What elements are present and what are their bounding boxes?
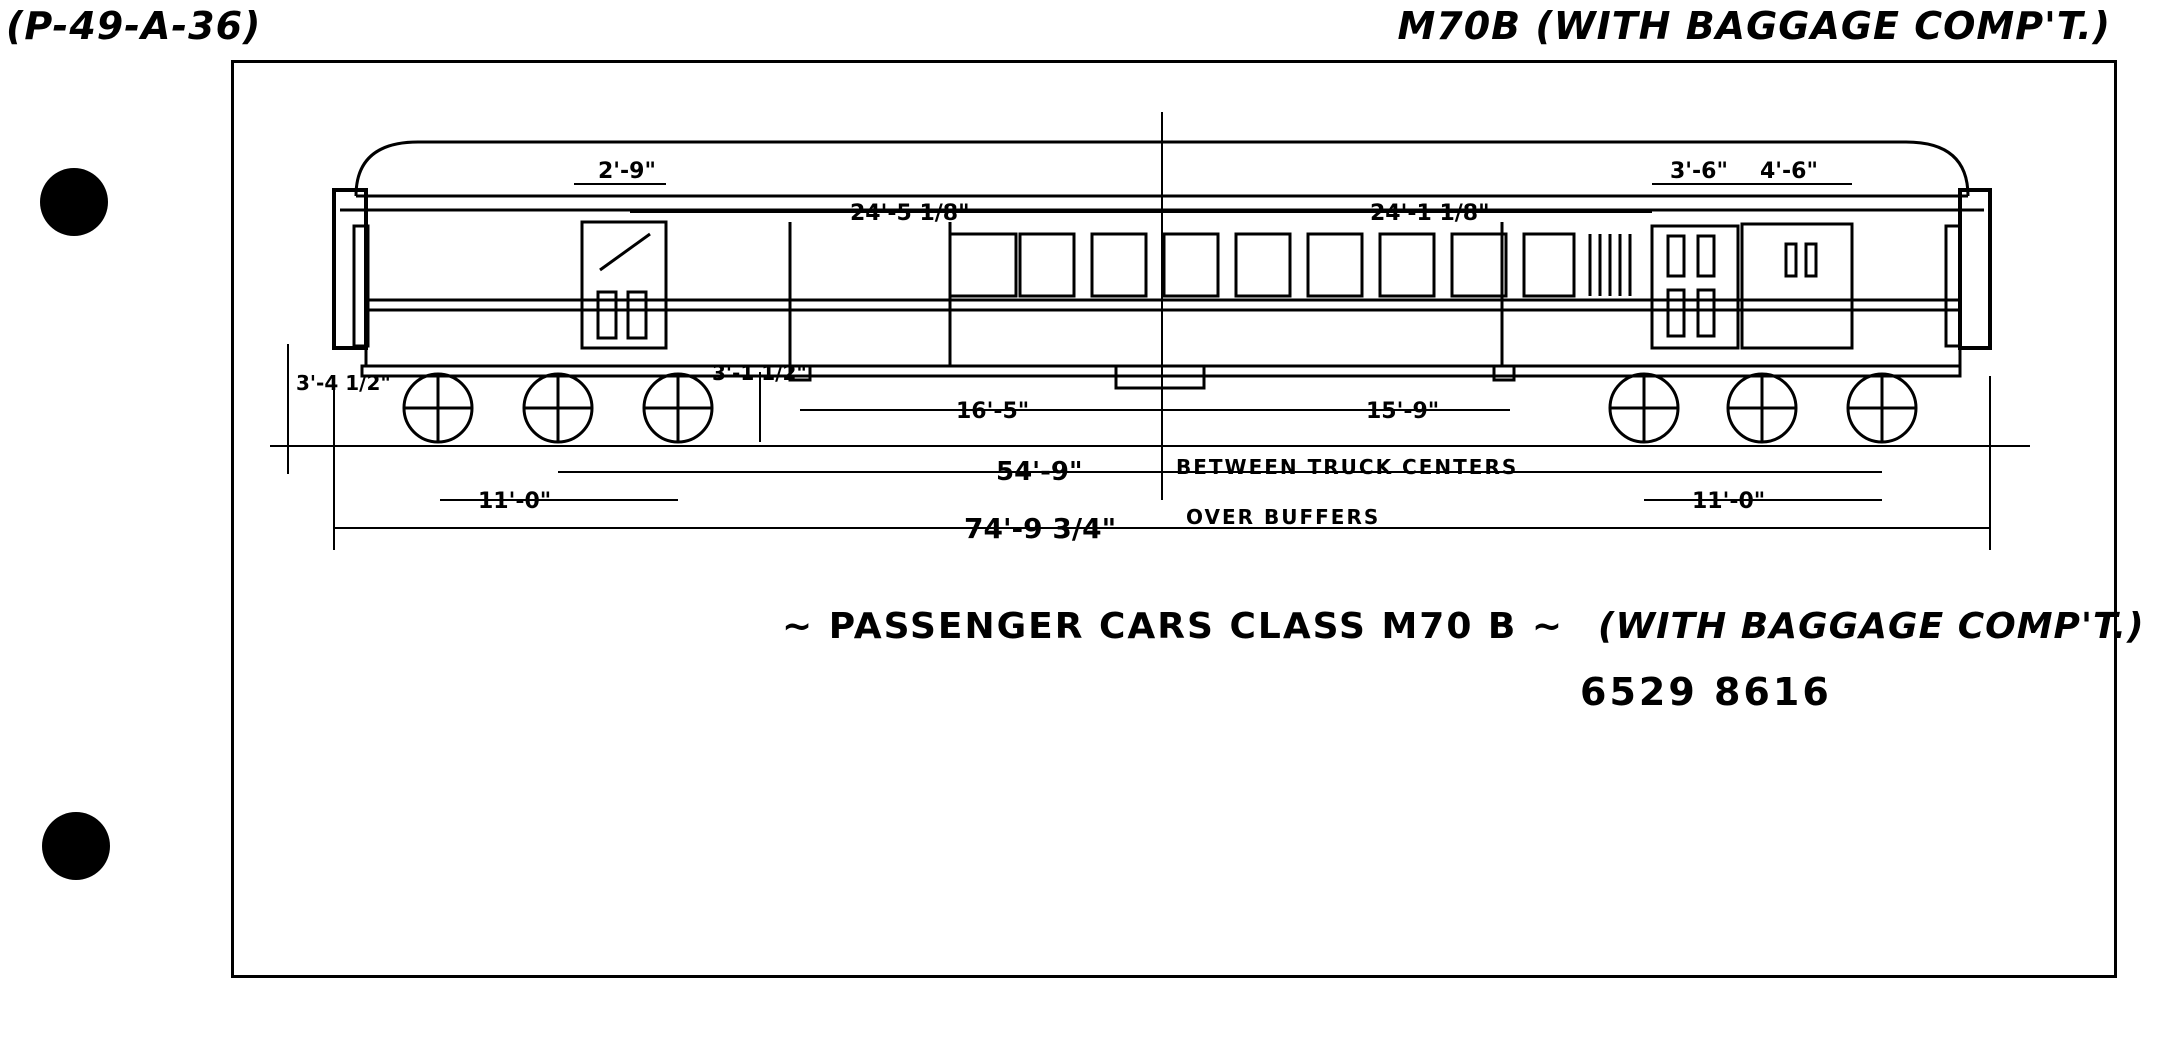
right-truck-wheels bbox=[1608, 372, 1918, 444]
right-side-door bbox=[1650, 224, 1740, 350]
left-end-vestibule bbox=[332, 188, 368, 350]
right-end-vestibule bbox=[1958, 188, 1992, 350]
dim-height-left: 3'-4 1/2" bbox=[296, 371, 391, 395]
baggage-door bbox=[1740, 222, 1854, 350]
underfloor-box bbox=[1114, 364, 1206, 390]
passenger-windows bbox=[948, 232, 1576, 298]
document-reference: (P-49-A-36) bbox=[6, 4, 262, 48]
dim-baggage-door: 4'-6" bbox=[1760, 159, 1818, 184]
drawing-frame bbox=[231, 60, 2117, 978]
dim-center-to-left: 16'-5" bbox=[956, 399, 1029, 424]
louvre-vent bbox=[1588, 234, 1632, 296]
dim-wheelbase-left: 11'-0" bbox=[478, 489, 551, 514]
dim-wheel-height: 3'-1 1/2" bbox=[712, 361, 807, 385]
dim-over-buffers-label: OVER BUFFERS bbox=[1186, 505, 1380, 529]
dim-upper-left-span: 24'-5 1/8" bbox=[850, 201, 970, 226]
dim-upper-right-span: 24'-1 1/8" bbox=[1370, 201, 1490, 226]
dim-wheelbase-right: 11'-0" bbox=[1692, 489, 1765, 514]
left-truck-wheels bbox=[402, 372, 714, 444]
left-side-door bbox=[580, 220, 668, 350]
dim-truck-centers-label: BETWEEN TRUCK CENTERS bbox=[1176, 455, 1518, 479]
dim-truck-centers: 54'-9" bbox=[996, 457, 1083, 487]
punch-hole-top bbox=[40, 168, 108, 236]
punch-hole-bottom bbox=[42, 812, 110, 880]
dim-door-width-left: 2'-9" bbox=[598, 159, 656, 184]
caption-subtitle: (WITH BAGGAGE COMP'T.) bbox=[1598, 606, 2145, 647]
car-class-tag: M70B (WITH BAGGAGE COMP'T.) bbox=[1397, 4, 2111, 48]
dim-over-buffers: 74'-9 3/4" bbox=[964, 512, 1116, 545]
car-numbers: 6529 8616 bbox=[1580, 670, 1832, 714]
caption-title: ~ PASSENGER CARS CLASS M70 B ~ bbox=[782, 606, 1565, 647]
dim-center-to-right: 15'-9" bbox=[1366, 399, 1439, 424]
dim-door-width-right: 3'-6" bbox=[1670, 159, 1728, 184]
